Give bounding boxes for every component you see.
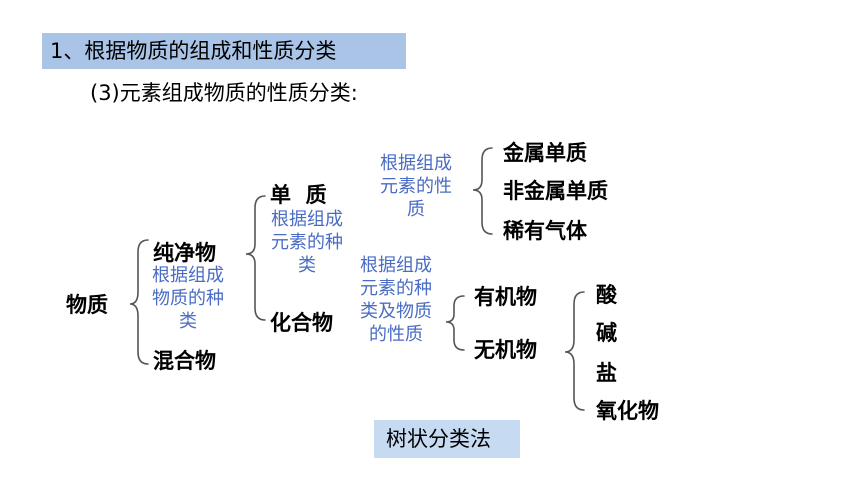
node-base: 碱 — [596, 321, 617, 345]
node-inorganic: 无机物 — [474, 338, 537, 362]
brace-compound — [445, 295, 465, 351]
node-simple: 单 质 — [270, 183, 327, 207]
note-compound: 根据组成元素的种类及物质的性质 — [360, 255, 432, 345]
node-noble-gas: 稀有气体 — [503, 219, 587, 243]
brace-inorganic — [564, 291, 585, 411]
node-oxide: 氧化物 — [596, 399, 659, 423]
node-salt: 盐 — [596, 361, 617, 385]
brace-simple — [472, 147, 493, 235]
node-acid: 酸 — [596, 283, 617, 307]
note-simple-types: 根据组成元素的性质 — [380, 153, 452, 220]
node-metal: 金属单质 — [503, 141, 587, 165]
note-simple: 根据组成元素的种类 — [271, 209, 343, 276]
note-pure: 根据组成物质的种类 — [152, 265, 224, 332]
footer-text: 树状分类法 — [386, 427, 491, 451]
node-mixture: 混合物 — [153, 349, 216, 373]
node-organic: 有机物 — [474, 285, 537, 309]
node-nonmetal: 非金属单质 — [503, 179, 608, 203]
brace-pure — [245, 195, 266, 321]
footer-box — [374, 420, 520, 458]
node-compound: 化合物 — [270, 311, 333, 335]
heading-bar — [42, 33, 406, 69]
node-pure: 纯净物 — [153, 241, 216, 265]
subheading-text: (3)元素组成物质的性质分类: — [90, 81, 358, 105]
node-substance: 物质 — [66, 293, 108, 317]
brace-root — [129, 239, 149, 365]
heading-text: 1、根据物质的组成和性质分类 — [50, 39, 337, 63]
